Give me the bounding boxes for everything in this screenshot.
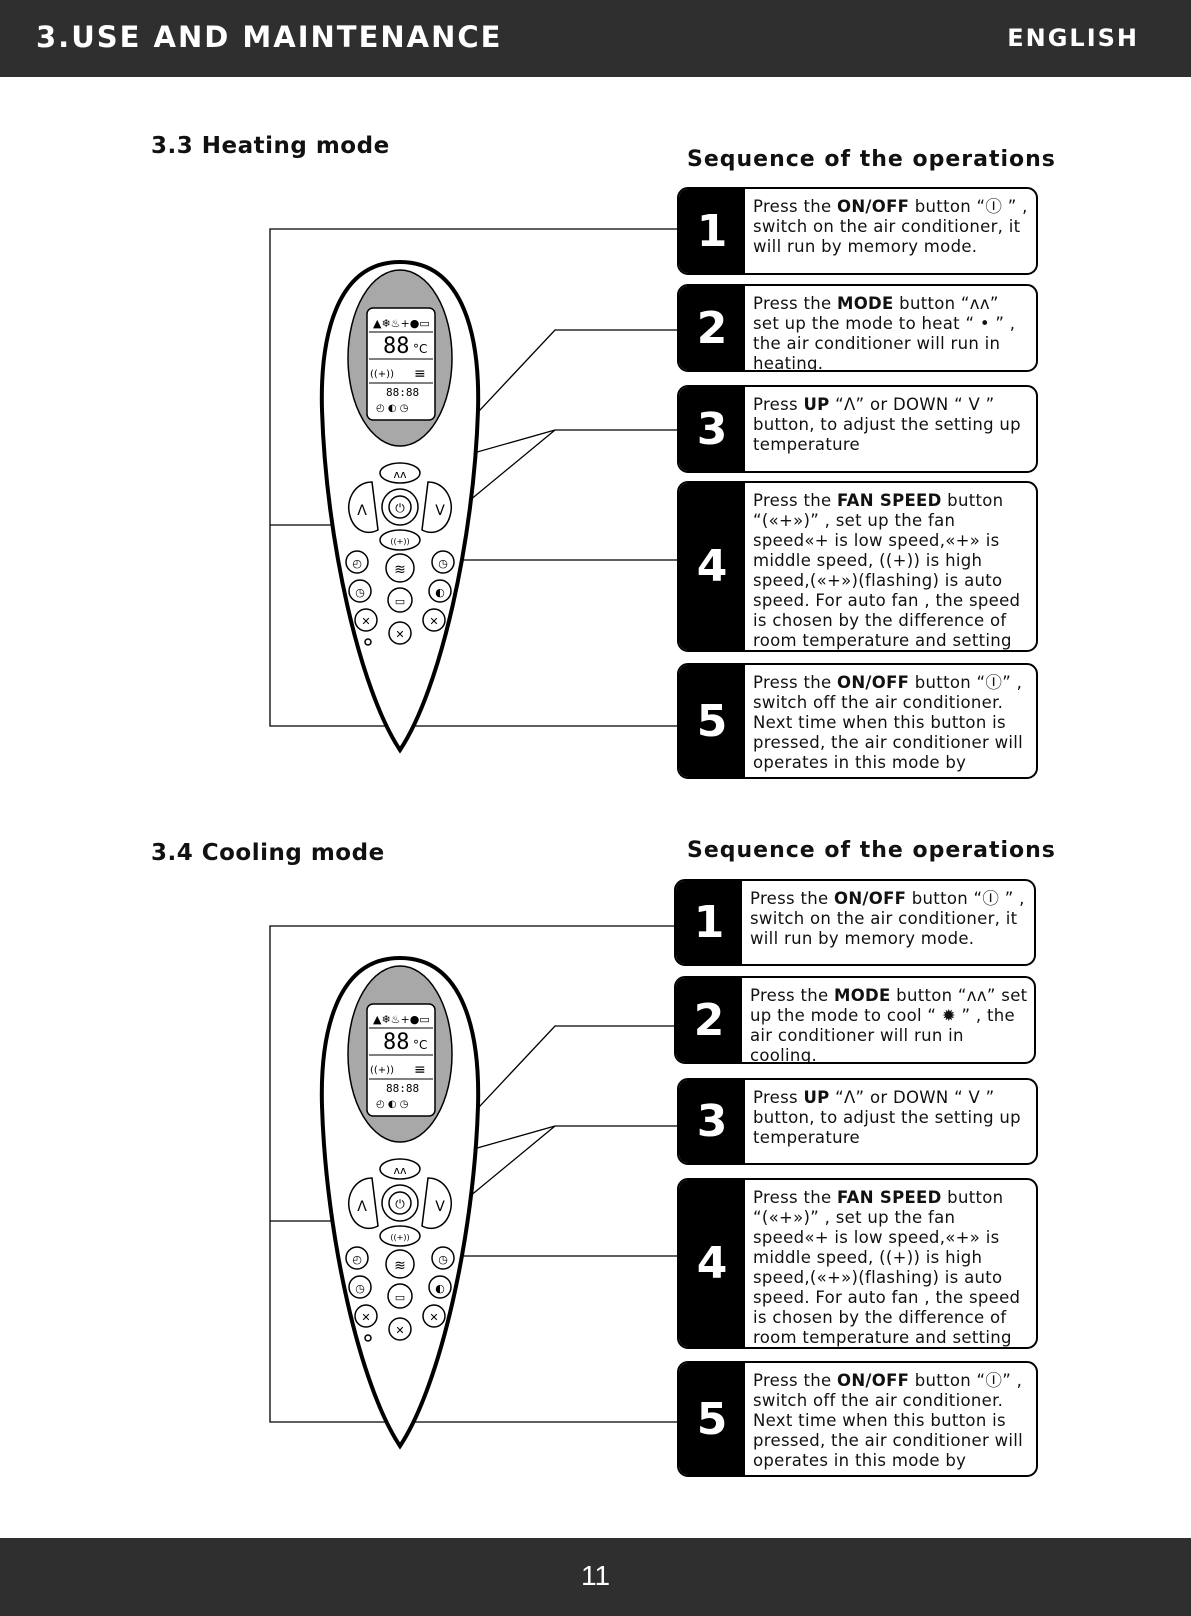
- remote-diagram-heating: ▲❄♨+●▭ 88 °C ((+)) ≡ 88:88 ◴ ◐ ◷ ʌʌ Λ V …: [0, 210, 720, 790]
- svg-text:✕: ✕: [361, 615, 370, 628]
- step-number: 5: [679, 665, 745, 777]
- lcd-temp: 88: [383, 334, 410, 359]
- cooling-step-4: 4 Press the FAN SPEED button “(«+»)” , s…: [677, 1178, 1038, 1349]
- step-text: Press the ON/OFF button “Ⓘ” , switch off…: [753, 673, 1030, 779]
- heating-step-4: 4 Press the FAN SPEED button “(«+»)” , s…: [677, 481, 1038, 652]
- step-number: 3: [679, 1080, 745, 1163]
- svg-text:◐: ◐: [435, 586, 445, 599]
- step-number: 5: [679, 1363, 745, 1475]
- heating-step-5: 5 Press the ON/OFF button “Ⓘ” , switch o…: [677, 663, 1038, 779]
- sequence-title-cooling: Sequence of the operations: [687, 838, 1056, 863]
- lcd-fan-icon: ((+)): [370, 369, 394, 380]
- step-text: Press the MODE button “ʌʌ” set up the mo…: [750, 986, 1028, 1064]
- svg-text:⏻: ⏻: [395, 501, 405, 515]
- svg-text:V: V: [435, 1199, 445, 1215]
- svg-text:◴: ◴: [352, 557, 362, 570]
- remote-diagram-cooling: ▲❄♨+●▭ 88 °C ((+)) ≡ 88:88 ◴ ◐ ◷ ʌʌ Λ V …: [0, 906, 720, 1486]
- heating-step-3: 3 Press UP “Λ” or DOWN “ V ” button, to …: [677, 385, 1038, 473]
- svg-text:◐: ◐: [435, 1282, 445, 1295]
- svg-text:✕: ✕: [395, 628, 404, 641]
- lcd-temp: 88: [383, 1030, 410, 1055]
- svg-text:▭: ▭: [395, 595, 405, 608]
- svg-text:Λ: Λ: [357, 503, 367, 519]
- lcd-timer-icons: ◴ ◐ ◷: [376, 403, 409, 414]
- footer-bar: 11: [0, 1538, 1191, 1616]
- svg-text:((+)): ((+)): [390, 537, 409, 546]
- svg-text:▭: ▭: [395, 1291, 405, 1304]
- step-text: Press the FAN SPEED button “(«+»)” , set…: [753, 491, 1030, 652]
- step-number: 3: [679, 387, 745, 471]
- step-number: 2: [679, 286, 745, 370]
- svg-text:◷: ◷: [355, 586, 365, 599]
- svg-text:◷: ◷: [438, 1253, 448, 1266]
- svg-text:✕: ✕: [395, 1324, 404, 1337]
- cooling-step-5: 5 Press the ON/OFF button “Ⓘ” , switch o…: [677, 1361, 1038, 1477]
- svg-text:✕: ✕: [361, 1311, 370, 1324]
- step-text: Press the ON/OFF button “Ⓘ ” , switch on…: [750, 889, 1028, 949]
- sequence-title-heating: Sequence of the operations: [687, 147, 1056, 172]
- lcd-timer-icons: ◴ ◐ ◷: [376, 1099, 409, 1110]
- heating-step-1: 1 Press the ON/OFF button “Ⓘ ” , switch …: [677, 187, 1038, 275]
- section-title-heating: 3.3 Heating mode: [151, 133, 390, 159]
- svg-text:◴: ◴: [352, 1253, 362, 1266]
- lcd-mode-icons: ▲❄♨+●▭: [373, 1013, 430, 1026]
- step-number: 1: [676, 881, 742, 964]
- svg-text:◷: ◷: [438, 557, 448, 570]
- svg-text:✕: ✕: [429, 615, 438, 628]
- section-title-cooling: 3.4 Cooling mode: [151, 840, 385, 866]
- header-bar: 3.USE AND MAINTENANCE ENGLISH: [0, 0, 1191, 77]
- step-text: Press UP “Λ” or DOWN “ V ” button, to ad…: [753, 1088, 1030, 1148]
- page-number: 11: [0, 1560, 1191, 1592]
- header-title: 3.USE AND MAINTENANCE: [36, 20, 502, 54]
- step-text: Press UP “Λ” or DOWN “ V ” button, to ad…: [753, 395, 1030, 455]
- lcd-unit: °C: [413, 1038, 427, 1052]
- lcd-unit: °C: [413, 342, 427, 356]
- svg-text:ʌʌ: ʌʌ: [393, 1164, 407, 1177]
- svg-text:((+)): ((+)): [390, 1233, 409, 1242]
- svg-text:≋: ≋: [394, 562, 406, 578]
- cooling-step-3: 3 Press UP “Λ” or DOWN “ V ” button, to …: [677, 1078, 1038, 1165]
- cooling-step-2: 2 Press the MODE button “ʌʌ” set up the …: [674, 976, 1036, 1064]
- step-number: 1: [679, 189, 745, 273]
- step-text: Press the FAN SPEED button “(«+»)” , set…: [753, 1188, 1030, 1349]
- header-language: ENGLISH: [1007, 24, 1139, 52]
- step-number: 4: [679, 1180, 745, 1347]
- step-number: 2: [676, 978, 742, 1062]
- svg-text:V: V: [435, 503, 445, 519]
- svg-text:Λ: Λ: [357, 1199, 367, 1215]
- lcd-fan-icon: ((+)): [370, 1065, 394, 1076]
- step-text: Press the ON/OFF button “Ⓘ ” , switch on…: [753, 197, 1030, 257]
- lcd-time: 88:88: [386, 1082, 419, 1095]
- svg-text:✕: ✕: [429, 1311, 438, 1324]
- svg-text:⏻: ⏻: [395, 1197, 405, 1211]
- lcd-mode-icons: ▲❄♨+●▭: [373, 317, 430, 330]
- step-text: Press the MODE button “ʌʌ” set up the mo…: [753, 294, 1030, 372]
- lcd-swing-icon: ≡: [414, 1062, 426, 1078]
- svg-text:ʌʌ: ʌʌ: [393, 468, 407, 481]
- lcd-swing-icon: ≡: [414, 366, 426, 382]
- svg-text:◷: ◷: [355, 1282, 365, 1295]
- step-text: Press the ON/OFF button “Ⓘ” , switch off…: [753, 1371, 1030, 1477]
- lcd-time: 88:88: [386, 386, 419, 399]
- heating-step-2: 2 Press the MODE button “ʌʌ” set up the …: [677, 284, 1038, 372]
- svg-text:≋: ≋: [394, 1258, 406, 1274]
- cooling-step-1: 1 Press the ON/OFF button “Ⓘ ” , switch …: [674, 879, 1036, 966]
- step-number: 4: [679, 483, 745, 650]
